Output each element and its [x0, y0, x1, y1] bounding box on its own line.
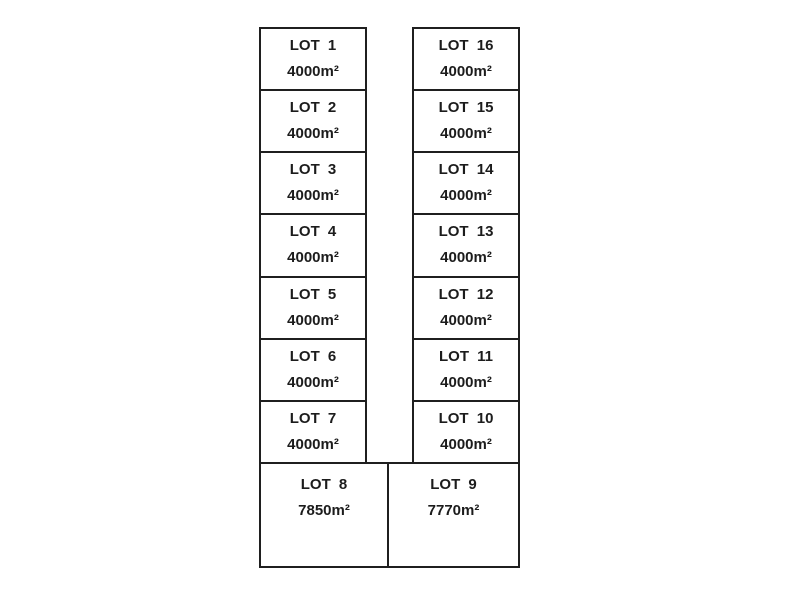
- lot-column-right: LOT 16 4000m² LOT 15 4000m² LOT 14 4000m…: [412, 27, 520, 464]
- lot-area: 4000m²: [287, 435, 339, 453]
- lot-12: LOT 12 4000m²: [414, 275, 518, 338]
- lot-area: 4000m²: [287, 373, 339, 391]
- lot-10: LOT 10 4000m²: [414, 399, 518, 462]
- lot-area: 4000m²: [287, 63, 339, 81]
- lot-4: LOT 4 4000m²: [261, 213, 365, 275]
- lot-name: LOT 9: [430, 476, 477, 493]
- lot-13: LOT 13 4000m²: [414, 213, 518, 275]
- lot-area: 4000m²: [440, 435, 492, 453]
- lot-3: LOT 3 4000m²: [261, 151, 365, 213]
- lot-area: 4000m²: [440, 373, 492, 391]
- lot-7: LOT 7 4000m²: [261, 399, 365, 462]
- lot-16: LOT 16 4000m²: [414, 29, 518, 89]
- lot-8: LOT 8 7850m²: [259, 462, 389, 568]
- lot-name: LOT 12: [438, 285, 494, 303]
- lot-9: LOT 9 7770m²: [387, 462, 520, 568]
- lot-column-left: LOT 1 4000m² LOT 2 4000m² LOT 3 4000m² L…: [259, 27, 367, 464]
- lot-name: LOT 16: [438, 37, 494, 55]
- lot-name: LOT 3: [289, 161, 337, 179]
- lot-name: LOT 5: [289, 285, 337, 303]
- lot-area: 4000m²: [440, 125, 492, 143]
- lot-name: LOT 10: [438, 409, 494, 427]
- lot-area: 4000m²: [287, 187, 339, 205]
- lot-area: 4000m²: [287, 311, 339, 329]
- lot-6: LOT 6 4000m²: [261, 337, 365, 400]
- lot-area: 4000m²: [287, 249, 339, 267]
- lot-name: LOT 8: [300, 476, 348, 493]
- lot-name: LOT 15: [438, 99, 494, 117]
- lot-name: LOT 6: [289, 347, 337, 365]
- lot-area: 4000m²: [287, 125, 339, 143]
- lot-11: LOT 11 4000m²: [414, 337, 518, 400]
- lot-area: 4000m²: [440, 187, 492, 205]
- lot-area: 7850m²: [298, 502, 350, 519]
- lot-2: LOT 2 4000m²: [261, 89, 365, 151]
- lot-area: 7770m²: [427, 502, 480, 519]
- lot-5: LOT 5 4000m²: [261, 275, 365, 338]
- lot-name: LOT 2: [289, 99, 337, 117]
- lot-name: LOT 4: [289, 223, 337, 241]
- lot-name: LOT 14: [438, 161, 494, 179]
- lot-area: 4000m²: [440, 311, 492, 329]
- lot-name: LOT 13: [438, 223, 494, 241]
- lot-14: LOT 14 4000m²: [414, 151, 518, 213]
- lot-1: LOT 1 4000m²: [261, 29, 365, 89]
- lot-area: 4000m²: [440, 249, 492, 267]
- lot-name: LOT 7: [289, 409, 337, 427]
- lot-name: LOT 1: [289, 37, 337, 55]
- lot-area: 4000m²: [440, 63, 492, 81]
- lot-name: LOT 11: [438, 347, 494, 365]
- lot-15: LOT 15 4000m²: [414, 89, 518, 151]
